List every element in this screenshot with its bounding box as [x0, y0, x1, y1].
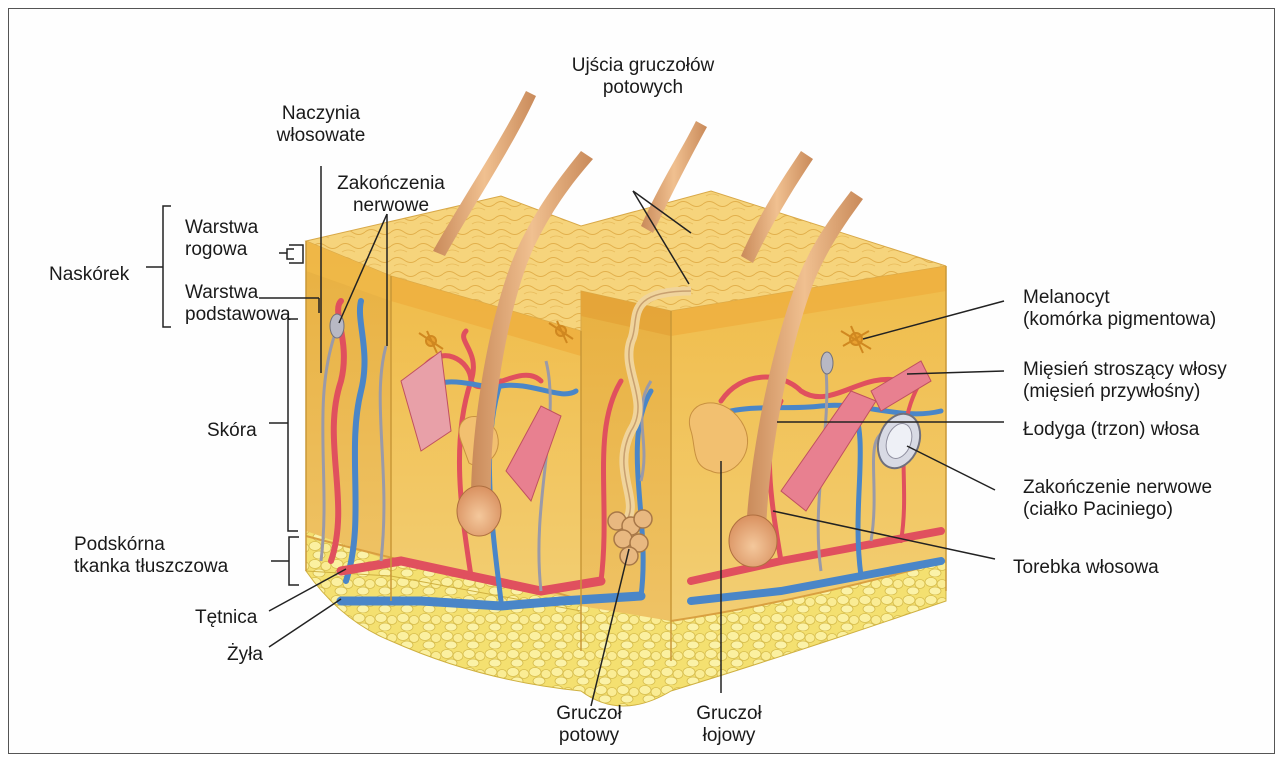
epidermis-label: Naskórek: [49, 264, 129, 286]
diagram-frame: Ujścia gruczołów potowych Naczynia włoso…: [8, 8, 1275, 754]
pacinian-corpuscle-label-line1: Zakończenie nerwowe: [1023, 477, 1212, 499]
arrector-pili-label: Mięsień stroszący włosy (mięsień przywło…: [1023, 359, 1227, 403]
stratum-basale-label: Warstwa podstawowa: [185, 282, 291, 326]
stratum-corneum-label-line2: rogowa: [185, 239, 258, 261]
sweat-pores-label-line2: potowych: [557, 77, 729, 99]
nerve-endings-label-line2: nerwowe: [321, 195, 461, 217]
arrector-pili-label-line1: Mięsień stroszący włosy: [1023, 359, 1227, 381]
hair-shaft-label: Łodyga (trzon) włosa: [1023, 419, 1199, 441]
hypodermis-label-line2: tkanka tłuszczowa: [74, 556, 228, 578]
sweat-pores-label: Ujścia gruczołów potowych: [557, 55, 729, 99]
sweat-gland-label-line2: potowy: [539, 725, 639, 747]
melanocyte-label-line1: Melanocyt: [1023, 287, 1216, 309]
sebaceous-gland-label-line1: Gruczoł: [679, 703, 779, 725]
stratum-corneum-label-line1: Warstwa: [185, 217, 258, 239]
pacinian-corpuscle-label: Zakończenie nerwowe (ciałko Paciniego): [1023, 477, 1212, 521]
nerve-endings-label-line1: Zakończenia: [321, 173, 461, 195]
nerve-endings-label: Zakończenia nerwowe: [321, 173, 461, 217]
sweat-gland-label: Gruczoł potowy: [539, 703, 639, 747]
melanocyte-label: Melanocyt (komórka pigmentowa): [1023, 287, 1216, 331]
artery-label: Tętnica: [195, 607, 257, 629]
pacinian-corpuscle-label-line2: (ciałko Paciniego): [1023, 499, 1212, 521]
sweat-gland-label-line1: Gruczoł: [539, 703, 639, 725]
sweat-pores-label-line1: Ujścia gruczołów: [557, 55, 729, 77]
hypodermis-label: Podskórna tkanka tłuszczowa: [74, 534, 228, 578]
arrector-pili-label-line2: (mięsień przywłośny): [1023, 381, 1227, 403]
hair-follicle-label: Torebka włosowa: [1013, 557, 1159, 579]
stratum-basale-label-line2: podstawowa: [185, 304, 291, 326]
sebaceous-gland-label: Gruczoł łojowy: [679, 703, 779, 747]
dermis-label: Skóra: [207, 420, 257, 442]
sebaceous-gland-label-line2: łojowy: [679, 725, 779, 747]
capillaries-label-line2: włosowate: [261, 125, 381, 147]
hypodermis-label-line1: Podskórna: [74, 534, 228, 556]
capillaries-label: Naczynia włosowate: [261, 103, 381, 147]
capillaries-label-line1: Naczynia: [261, 103, 381, 125]
stratum-basale-label-line1: Warstwa: [185, 282, 291, 304]
vein-label: Żyła: [227, 644, 263, 666]
stratum-corneum-label: Warstwa rogowa: [185, 217, 258, 261]
melanocyte-label-line2: (komórka pigmentowa): [1023, 309, 1216, 331]
